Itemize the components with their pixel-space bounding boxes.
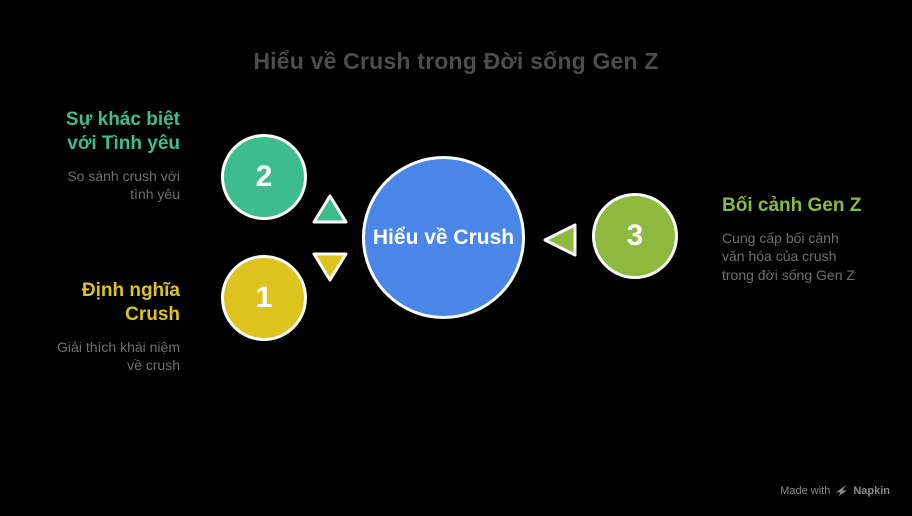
napkin-brand-text: Napkin	[853, 484, 890, 497]
node-3-description: Cung cấp bối cảnh văn hóa của crush tron…	[722, 229, 902, 284]
arrow-up-green	[312, 194, 348, 224]
arrow-left-lime-shape	[543, 223, 577, 257]
node-3-heading: Bối cảnh Gen Z	[722, 195, 862, 216]
node-2-desc-line2: tình yêu	[130, 185, 180, 202]
node-1-number: 1	[255, 281, 273, 314]
center-node-label: Hiểu về Crush	[372, 225, 515, 249]
node-1-heading-line1: Định nghĩa	[81, 280, 180, 301]
diagram-title: Hiểu về Crush trong Đời sống Gen Z	[253, 48, 659, 74]
node-3-desc-line3: trong đời sống Gen Z	[722, 266, 855, 283]
node-2-description: So sánh crush với tình yêu	[0, 167, 180, 204]
made-with-text: Made with	[780, 484, 831, 497]
arrow-up-green-shape	[312, 194, 348, 224]
node-2-label-block: Sự khác biệt với Tình yêu So sánh crush …	[0, 108, 180, 203]
arrow-down-yellow	[312, 252, 348, 282]
node-2-number: 2	[255, 160, 273, 193]
node-1-desc-line2: về crush	[127, 356, 180, 373]
node-3-number: 3	[626, 219, 644, 252]
arrow-left-lime	[543, 223, 577, 257]
node-2-heading: Sự khác biệt với Tình yêu	[0, 108, 180, 156]
node-3-label-block: Bối cảnh Gen Z Cung cấp bối cảnh văn hóa…	[722, 194, 902, 284]
center-node-circle: Hiểu về Crush	[362, 156, 525, 319]
node-2-heading-line1: Sự khác biệt	[65, 109, 180, 130]
node-1-circle: 1	[221, 255, 307, 341]
node-1-description: Giải thích khái niệm về crush	[0, 338, 180, 375]
node-2-circle: 2	[221, 134, 307, 220]
node-1-label-block: Định nghĩa Crush Giải thích khái niệm về…	[0, 279, 180, 374]
node-1-heading: Định nghĩa Crush	[0, 279, 180, 327]
node-3-circle: 3	[592, 193, 678, 279]
arrow-down-yellow-shape	[312, 252, 348, 282]
node-3-desc-line1: Cung cấp bối cảnh	[722, 229, 839, 246]
node-2-desc-line1: So sánh crush với	[67, 167, 180, 184]
node-1-heading-line2: Crush	[125, 303, 180, 325]
node-2-heading-line2: với Tình yêu	[67, 132, 180, 154]
node-3-desc-line2: văn hóa của crush	[722, 248, 837, 265]
node-1-desc-line1: Giải thích khái niệm	[57, 338, 180, 355]
napkin-logo-icon	[836, 484, 848, 497]
made-with-napkin-credit: Made with Napkin	[780, 484, 890, 497]
napkin-logo-shape	[836, 484, 848, 497]
